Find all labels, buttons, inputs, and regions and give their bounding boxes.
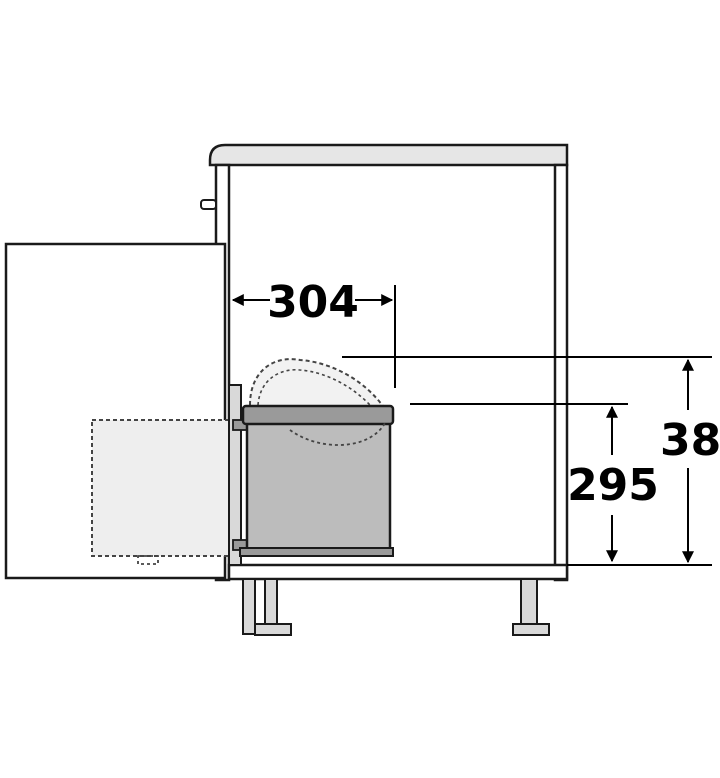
dimension-bin-height-label: 295 bbox=[567, 460, 659, 511]
cabinet-right-wall bbox=[553, 163, 569, 582]
ghost-bin-pulled-out bbox=[91, 419, 233, 557]
lid-open-arc-inner bbox=[257, 368, 383, 421]
ghost-bin-base bbox=[137, 555, 159, 565]
dimension-width-label: 304 bbox=[267, 277, 359, 328]
door-knob bbox=[200, 199, 217, 210]
front-leg-foot bbox=[254, 623, 292, 636]
cabinet-legs bbox=[242, 578, 550, 636]
waste-bin-rim bbox=[241, 404, 395, 426]
back-leg-foot bbox=[512, 623, 550, 636]
dimension-width: 304 bbox=[231, 277, 396, 388]
back-leg bbox=[520, 578, 538, 625]
cabinet-floor bbox=[227, 563, 569, 581]
front-leg-inner bbox=[264, 578, 278, 625]
door-mount-rail bbox=[228, 384, 242, 566]
dimension-clear-height-label: 385 bbox=[660, 415, 720, 466]
dimension-bin-height: 295 bbox=[410, 403, 659, 563]
front-leg bbox=[242, 578, 256, 635]
lid-closed-arc bbox=[289, 422, 386, 446]
waste-bin-body bbox=[245, 421, 392, 551]
dimension-clear-height: 385 bbox=[342, 356, 720, 566]
worktop bbox=[208, 143, 569, 167]
waste-bin-base bbox=[239, 547, 394, 557]
